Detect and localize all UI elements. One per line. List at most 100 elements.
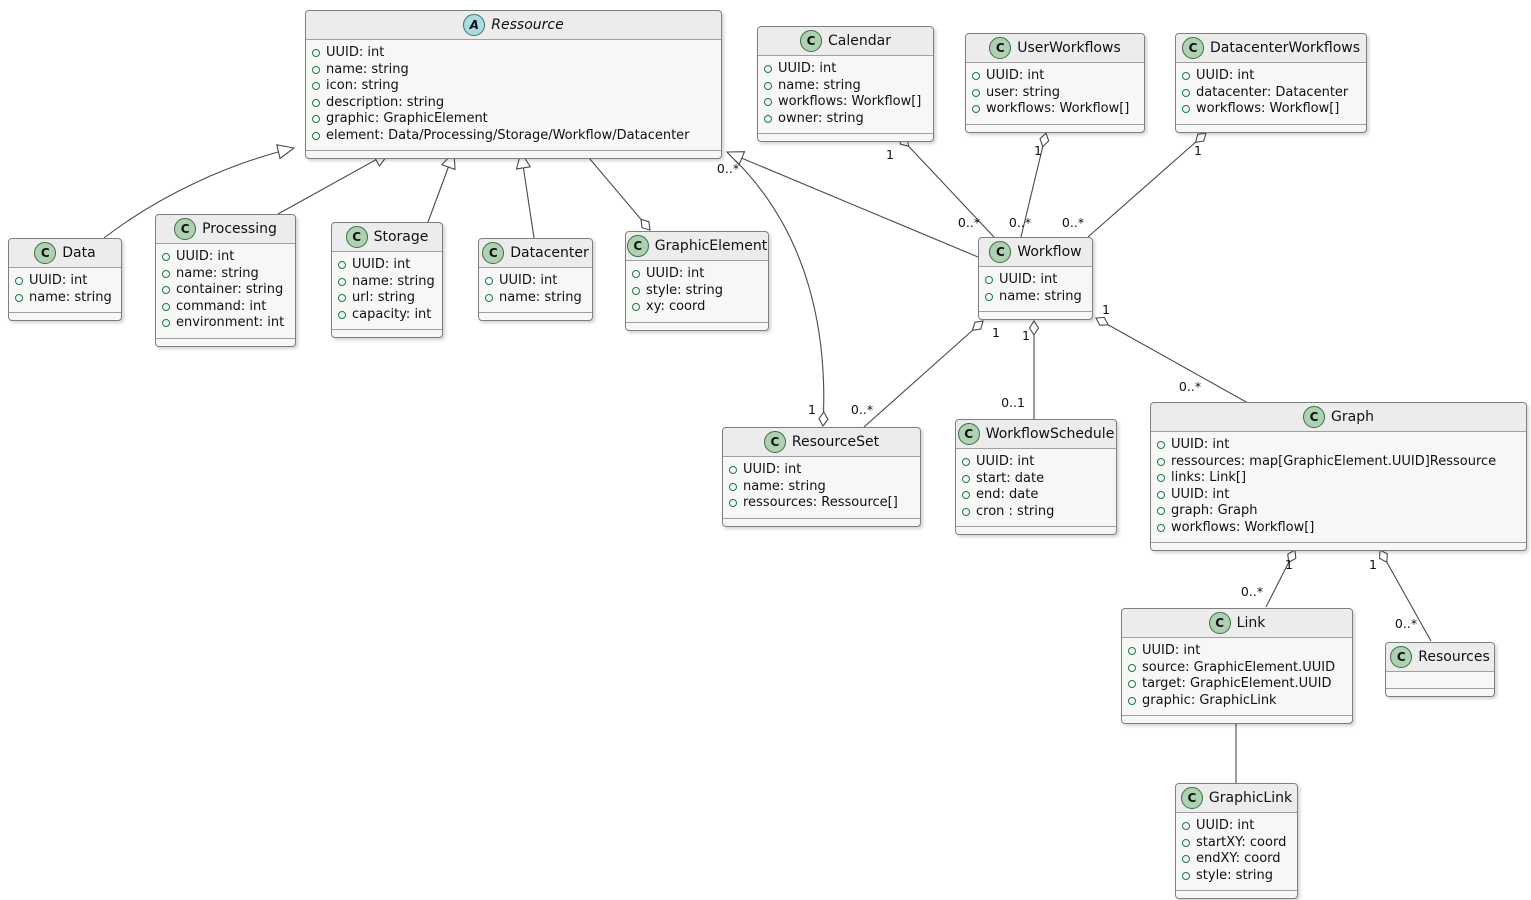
class-name: Link (1236, 615, 1266, 631)
multiplicity-label: 1 (992, 325, 1000, 340)
class-title-bar: C UserWorkflows (966, 34, 1144, 63)
class-attribute: workflows: Workflow[] (764, 94, 925, 111)
class-attribute: name: string (985, 289, 1084, 306)
class-attribute: source: GraphicElement.UUID (1128, 660, 1344, 677)
multiplicity-label: 0..* (851, 402, 873, 417)
class-attribute: graphic: GraphicLink (1128, 693, 1344, 710)
class-attribute: end: date (962, 487, 1108, 504)
attribute-text: UUID: int (1196, 68, 1255, 83)
field-visibility-icon (1182, 88, 1190, 97)
class-name: UserWorkflows (1017, 40, 1121, 56)
class-attribute: endXY: coord (1182, 851, 1289, 868)
class-attribute: element: Data/Processing/Storage/Workflo… (312, 128, 713, 145)
class-title-bar: C Calendar (758, 27, 933, 56)
class-title-bar: C ResourceSet (723, 428, 920, 457)
triangle-marker (725, 151, 746, 166)
class-attribute: url: string (338, 290, 434, 307)
attribute-text: UUID: int (778, 61, 837, 76)
field-visibility-icon (312, 131, 320, 140)
relationship-aggregation-workflow-resourceset (863, 320, 984, 428)
field-visibility-icon (962, 458, 970, 467)
attribute-text: icon: string (326, 78, 399, 93)
attribute-text: name: string (326, 61, 409, 77)
triangle-marker (276, 144, 296, 160)
field-visibility-icon (338, 277, 346, 286)
class-attribute: workflows: Workflow[] (972, 101, 1136, 118)
attribute-text: cron : string (976, 503, 1055, 519)
field-visibility-icon (632, 303, 640, 312)
field-visibility-icon (162, 319, 170, 328)
field-visibility-icon (962, 507, 970, 516)
class-attribute: UUID: int (1182, 818, 1289, 835)
field-visibility-icon (1128, 696, 1136, 705)
diamond-marker (640, 218, 651, 231)
class-attribute: ressources: Ressource[] (729, 495, 912, 512)
field-visibility-icon (764, 65, 772, 74)
multiplicity-label: 0..* (958, 215, 980, 230)
multiplicity-label: 0..* (1009, 215, 1031, 230)
class-methods-compartment (1122, 716, 1352, 723)
class-title-bar: C Workflow (979, 238, 1092, 267)
class-methods-compartment (1386, 689, 1494, 696)
diamond-marker (1095, 316, 1110, 326)
class-attributes-compartment (1386, 672, 1494, 689)
field-visibility-icon (312, 82, 320, 91)
field-visibility-icon (15, 293, 23, 302)
class-methods-compartment (1151, 543, 1526, 550)
class-attribute: UUID: int (15, 273, 113, 290)
multiplicity-label: 1 (1022, 328, 1030, 343)
class-attribute: UUID: int (312, 45, 713, 62)
class-name: DatacenterWorkflows (1209, 40, 1361, 56)
field-visibility-icon (729, 466, 737, 475)
attribute-text: UUID: int (1171, 437, 1230, 452)
field-visibility-icon (1182, 838, 1190, 847)
attribute-text: command: int (176, 298, 267, 314)
class-stereotype-icon: C (34, 242, 57, 264)
field-visibility-icon (729, 499, 737, 508)
attribute-text: target: GraphicElement.UUID (1142, 676, 1332, 691)
multiplicity-label: 1 (1102, 302, 1110, 317)
class-methods-compartment (9, 313, 121, 320)
class-title-bar: C WorkflowSchedule (956, 420, 1116, 449)
class-attribute: name: string (15, 290, 113, 307)
class-attribute: name: string (338, 274, 435, 291)
class-attribute: UUID: int (485, 273, 584, 290)
class-attribute: UUID: int (162, 249, 287, 266)
field-visibility-icon (312, 49, 320, 58)
field-visibility-icon (485, 277, 493, 286)
field-visibility-icon (1182, 855, 1190, 864)
class-attribute: graphic: GraphicElement (312, 111, 713, 128)
diamond-marker (1039, 132, 1050, 148)
field-visibility-icon (972, 88, 980, 97)
attribute-text: links: Link[] (1171, 470, 1247, 485)
attribute-text: capacity: int (352, 306, 432, 322)
class-attribute: style: string (632, 283, 760, 300)
relationship-aggregation-resourceset-ressource (734, 159, 825, 427)
multiplicity-label: 1 (1194, 143, 1202, 158)
class-attribute: environment: int (162, 315, 287, 332)
class-attribute: UUID: int (338, 257, 434, 274)
attribute-text: UUID: int (29, 273, 88, 288)
attribute-text: UUID: int (352, 257, 411, 272)
relationship-aggregation-workflow-graph (1095, 317, 1249, 404)
class-name: Workflow (1017, 244, 1082, 260)
class-attribute: UUID: int (1157, 437, 1518, 454)
class-methods-compartment (626, 323, 768, 330)
diamond-marker (1194, 132, 1207, 143)
attribute-text: name: string (499, 289, 582, 305)
class-methods-compartment (306, 151, 721, 158)
field-visibility-icon (1157, 441, 1165, 450)
class-attribute: icon: string (312, 78, 713, 95)
multiplicity-label: 0..* (1241, 584, 1263, 599)
